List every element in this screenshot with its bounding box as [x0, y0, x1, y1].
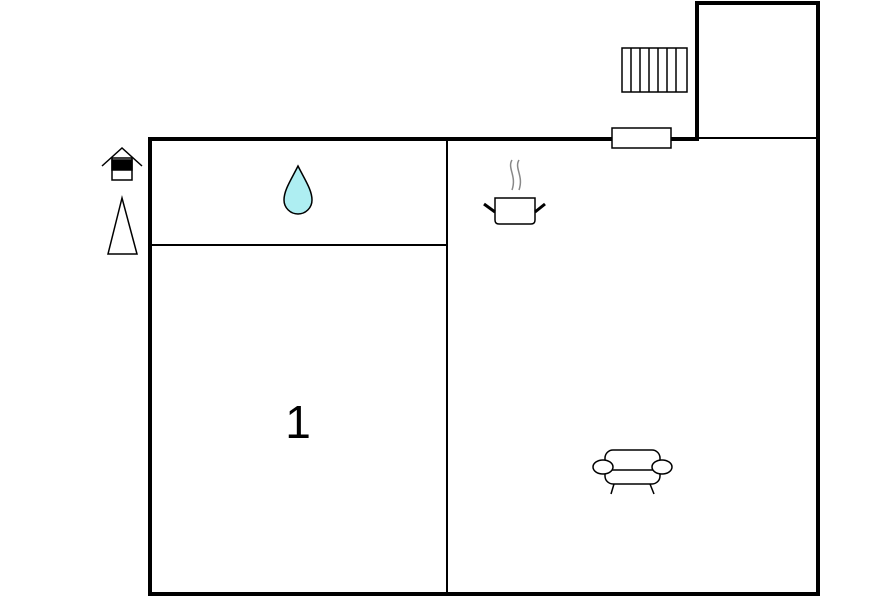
- window: [611, 127, 672, 149]
- room-label-1: 1: [285, 396, 311, 448]
- north-arrow-icon: [107, 195, 138, 255]
- water-drop-icon: [283, 164, 313, 215]
- main-outer-wall: [148, 1, 820, 596]
- outer-walls: [148, 1, 820, 596]
- steam-lines: [509, 159, 522, 191]
- cooking-pot-icon: [483, 159, 546, 225]
- interior-walls: [150, 137, 818, 594]
- radiator-icon: [621, 47, 688, 93]
- house-entrance-icon: [101, 146, 143, 181]
- armchair-icon: [592, 449, 673, 495]
